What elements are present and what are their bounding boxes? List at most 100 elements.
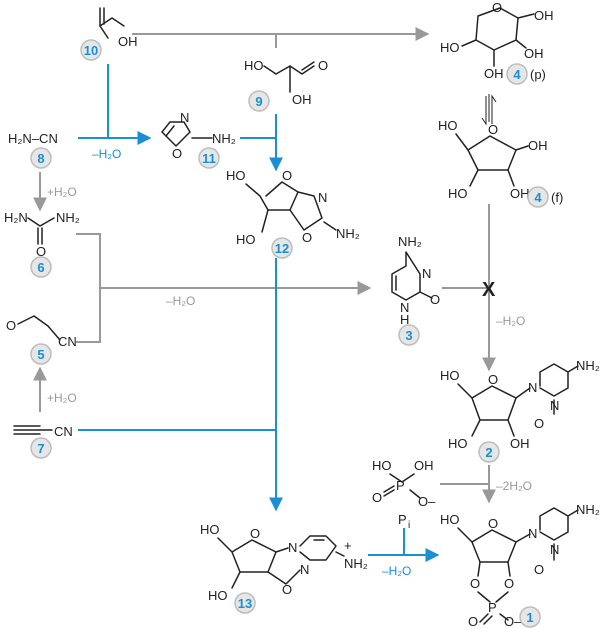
svg-text:O: O [488,372,498,387]
badge-13: 13 [234,592,256,614]
badge-4f: 4 [527,186,549,208]
svg-text:HO: HO [448,436,468,451]
cond-c8-to-c11: –H₂O [92,147,121,161]
compound-3: NH₂ N N H O [391,234,440,327]
svg-text:O: O [172,146,182,161]
svg-text:NH₂: NH₂ [56,210,80,225]
badge-8: 8 [30,147,52,169]
svg-text:O: O [488,516,498,531]
svg-text:+: + [344,538,352,553]
svg-text:O: O [470,576,480,591]
blue-arrows [78,64,440,562]
svg-text:HO: HO [226,168,246,183]
badge-11: 11 [198,147,220,169]
svg-text:6: 6 [37,260,44,275]
compound-7: CN [13,424,73,439]
compound-6: H₂N NH₂ O [4,210,80,259]
svg-text:CN: CN [58,334,77,349]
blocked-x-mark: X [482,279,496,301]
svg-text:O: O [6,318,16,333]
badge-7: 7 [30,437,52,459]
svg-text:O: O [534,416,544,431]
compound-4p: O OH HO OH OH [440,0,554,81]
compound-4f: HO O OH HO OH [438,118,548,201]
compound-12: HO O N O NH₂ HO [226,168,360,247]
svg-text:N: N [528,526,537,541]
svg-text:OH: OH [414,458,434,473]
svg-text:O: O [534,562,544,577]
compound-1: HO O N N NH₂ O O O P O O– [440,502,600,628]
svg-text:11: 11 [202,151,216,166]
svg-text:OH: OH [510,436,530,451]
svg-text:2: 2 [485,445,492,460]
svg-text:8: 8 [37,151,44,166]
svg-text:O: O [504,576,514,591]
svg-text:N: N [528,380,537,395]
svg-text:O: O [282,582,292,597]
svg-text:OH: OH [118,34,138,49]
svg-text:OH: OH [510,186,530,201]
svg-text:O–: O– [418,494,436,509]
svg-text:HO: HO [440,40,460,55]
svg-text:12: 12 [275,241,289,256]
svg-text:O: O [318,58,328,73]
cond-c2-to-c1: –2H₂O [496,479,532,493]
svg-text:O–: O– [504,614,522,628]
compound-pi: HO OH P O O– P i [372,458,436,531]
svg-text:O: O [372,490,382,505]
compound-8: H₂N–CN [8,131,58,146]
svg-text:P: P [398,512,407,527]
compound-13: HO O N N NH₂ + O HO [200,522,368,603]
svg-text:O: O [468,614,478,628]
svg-text:O: O [302,230,312,245]
arrow-c6-bracket [76,233,101,343]
svg-text:3: 3 [405,328,412,343]
svg-text:9: 9 [255,94,262,109]
svg-text:HO: HO [200,522,220,537]
gray-arrows [33,27,496,504]
svg-text:P: P [488,600,497,615]
svg-text:CN: CN [54,424,73,439]
badge-5: 5 [30,343,52,365]
compound-11: N O NH₂ [161,110,236,161]
svg-text:H₂N–CN: H₂N–CN [8,131,58,146]
cond-c7-to-c5: +H₂O [47,391,77,405]
svg-text:H₂N: H₂N [4,210,28,225]
svg-text:OH: OH [484,66,504,81]
svg-text:HO: HO [440,368,460,383]
svg-text:O: O [250,526,260,541]
svg-text:O: O [488,122,498,137]
svg-text:N: N [288,540,297,555]
badge-1: 1 [519,606,541,628]
badge-2: 2 [478,441,500,463]
svg-text:O: O [282,168,292,183]
svg-text:4: 4 [513,67,521,82]
svg-text:O: O [430,292,440,307]
badge-4p: 4 [506,63,528,85]
badges: 10 9 8 11 12 6 5 7 3 4 (p) 4 (f) 2 13 1 [30,39,563,628]
svg-text:HO: HO [208,588,228,603]
svg-text:N: N [422,266,431,281]
badge-3: 3 [398,324,420,346]
svg-text:HO: HO [438,118,458,133]
svg-text:i: i [408,520,410,531]
svg-text:7: 7 [37,441,44,456]
svg-text:NH₂: NH₂ [576,502,600,517]
svg-text:NH₂: NH₂ [212,131,236,146]
svg-text:OH: OH [528,138,548,153]
compound-2: HO O N N NH₂ O HO OH [440,358,600,451]
badge-12: 12 [271,237,293,259]
cond-c13-to-c1: –H₂O [382,564,411,578]
svg-text:13: 13 [238,596,252,611]
equilibrium-arrows [481,94,497,126]
svg-text:N: N [300,562,309,577]
svg-text:O: O [492,0,502,15]
cond-c4f-to-c2: –H₂O [496,314,525,328]
svg-text:N: N [318,190,327,205]
svg-text:HO: HO [440,512,460,527]
badge-4p-suffix: (p) [530,67,546,82]
svg-text:N: N [180,110,189,125]
badge-4f-suffix: (f) [551,190,563,205]
svg-text:OH: OH [292,92,312,107]
svg-text:HO: HO [372,458,392,473]
